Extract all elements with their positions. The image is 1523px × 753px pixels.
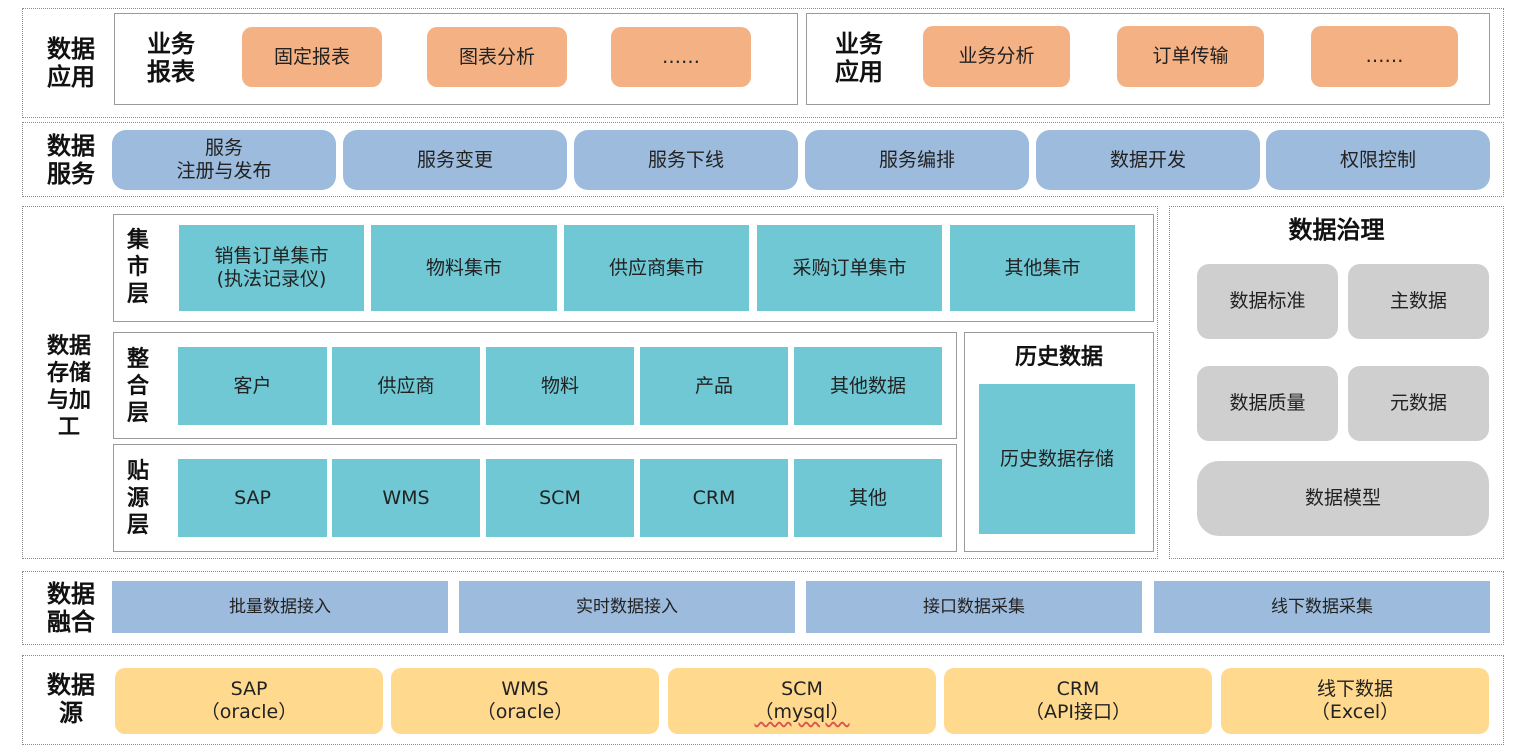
data-governance-title: 数据治理 (1288, 216, 1385, 244)
datasource-wms-box: WMS （oracle） (391, 668, 659, 734)
datasource-sap-box: SAP （oracle） (115, 668, 383, 734)
integration-customer-box: 客户 (178, 347, 327, 425)
datasource-scm-box: SCM （mysql） (668, 668, 936, 734)
datasource-offline-name: 线下数据 (1316, 678, 1393, 700)
datasource-sap-db: （oracle） (200, 701, 298, 723)
data-application-title: 数据应用 (47, 35, 95, 91)
datasource-crm-name: CRM (1056, 678, 1100, 700)
biz-analysis-box: 业务分析 (923, 26, 1070, 87)
integration-supplier-box: 供应商 (332, 347, 480, 425)
mart-layer-title: 集 市 层 (126, 227, 149, 307)
data-standard-box: 数据标准 (1197, 264, 1338, 339)
datasource-scm-name: SCM (781, 678, 823, 700)
integration-material-box: 物料 (486, 347, 634, 425)
datasource-offline-box: 线下数据 （Excel） (1221, 668, 1489, 734)
datasource-wms-name: WMS (501, 678, 549, 700)
mart-purchase-order-box: 采购订单集市 (757, 225, 942, 311)
mart-supplier-box: 供应商集市 (564, 225, 749, 311)
data-model-box: 数据模型 (1197, 461, 1489, 536)
master-data-box: 主数据 (1348, 264, 1489, 339)
source-crm-box: CRM (640, 459, 788, 537)
integration-other-box: 其他数据 (794, 347, 942, 425)
datasource-wms-db: （oracle） (476, 701, 574, 723)
datasource-sap-name: SAP (230, 678, 268, 700)
data-storage-title: 数据 存储 与加 工 (46, 334, 91, 440)
data-fusion-title: 数据 融合 (47, 580, 95, 636)
source-sap-box: SAP (178, 459, 327, 537)
biz-report-title: 业务 报表 (147, 30, 195, 86)
api-collect-box: 接口数据采集 (806, 581, 1142, 633)
service-register-box: 服务 注册与发布 (112, 130, 336, 190)
app-more-box: …… (1311, 26, 1458, 87)
source-other-box: 其他 (794, 459, 942, 537)
order-transfer-box: 订单传输 (1117, 26, 1264, 87)
fixed-report-box: 固定报表 (242, 27, 382, 87)
data-service-title: 数据 服务 (47, 132, 95, 188)
report-more-box: …… (611, 27, 751, 87)
integration-product-box: 产品 (640, 347, 788, 425)
data-development-box: 数据开发 (1036, 130, 1260, 190)
mart-other-box: 其他集市 (950, 225, 1135, 311)
integration-layer-title: 整 合 层 (126, 346, 149, 426)
chart-analysis-box: 图表分析 (427, 27, 567, 87)
mart-sales-order-box: 销售订单集市 (执法记录仪) (179, 225, 364, 311)
datasource-crm-box: CRM （API接口） (944, 668, 1212, 734)
datasource-scm-db: （mysql） (754, 701, 850, 723)
source-scm-box: SCM (486, 459, 634, 537)
datasource-crm-db: （API接口） (1024, 701, 1132, 723)
metadata-box: 元数据 (1348, 366, 1489, 441)
offline-collect-box: 线下数据采集 (1154, 581, 1490, 633)
permission-control-box: 权限控制 (1266, 130, 1490, 190)
data-source-title: 数据 源 (47, 671, 95, 727)
realtime-ingest-box: 实时数据接入 (459, 581, 795, 633)
history-data-title: 历史数据 (1014, 345, 1103, 370)
source-layer-title: 贴 源 层 (126, 458, 149, 538)
mart-material-box: 物料集市 (371, 225, 557, 311)
biz-app-title: 业务 应用 (835, 30, 883, 86)
service-offline-box: 服务下线 (574, 130, 798, 190)
service-orchestration-box: 服务编排 (805, 130, 1029, 190)
source-wms-box: WMS (332, 459, 480, 537)
history-storage-box: 历史数据存储 (979, 384, 1135, 534)
service-change-box: 服务变更 (343, 130, 567, 190)
batch-ingest-box: 批量数据接入 (112, 581, 448, 633)
data-quality-box: 数据质量 (1197, 366, 1338, 441)
datasource-offline-db: （Excel） (1310, 701, 1400, 723)
